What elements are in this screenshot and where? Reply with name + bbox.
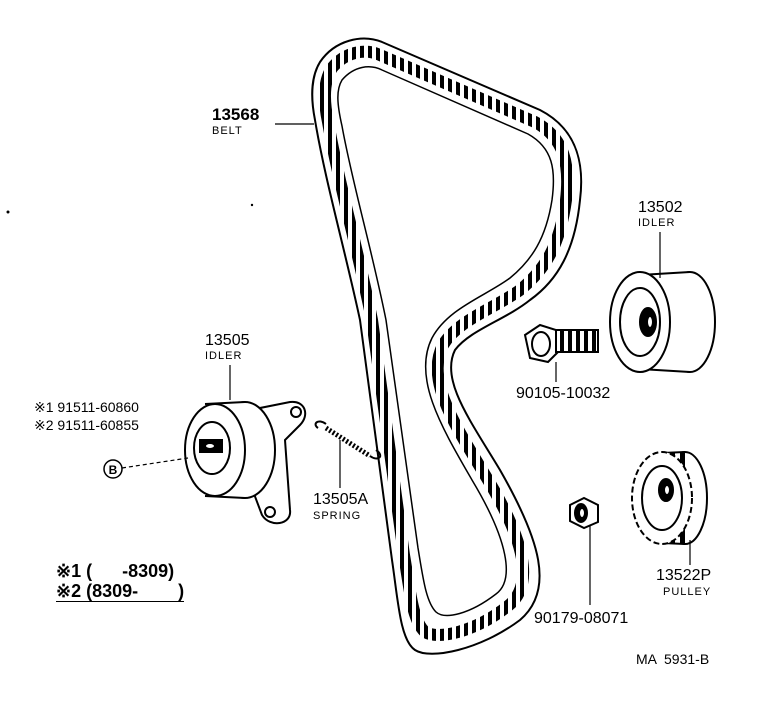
nut-90179-08071 — [569, 496, 599, 530]
idler-13502-part-name: IDLER — [638, 217, 676, 229]
leader-lines — [121, 123, 691, 605]
legend-row-2-mark: ※2 — [56, 581, 82, 601]
spring-part-name: SPRING — [313, 510, 362, 522]
belt-part-number: 13568 — [212, 105, 260, 124]
bolt-shank — [555, 329, 599, 353]
belt-teeth-band — [318, 45, 574, 641]
bolt-variant-1-mark: ※1 — [34, 399, 54, 415]
callout-b-letter: B — [109, 463, 118, 477]
pulley-13522p — [631, 451, 708, 545]
nut-part-number: 90179-08071 — [534, 610, 629, 627]
belt-outer-edge — [311, 37, 583, 655]
speck-mark — [6, 210, 10, 214]
drawing-reference: MA 5931-B — [636, 651, 710, 667]
pulley-part-name: PULLEY — [663, 586, 712, 598]
legend-row-2-range: (8309- ) — [86, 581, 185, 601]
bolt-variant-2: ※2 91511-60855 — [34, 418, 139, 432]
legend-row-1: ※1 ( -8309) — [56, 562, 174, 580]
bolt-variant-1: ※1 91511-60860 — [34, 400, 139, 414]
legend-row-1-mark: ※1 — [56, 561, 82, 581]
callout-b-marker: B — [103, 459, 123, 479]
idler-13505-part-number: 13505 — [205, 332, 250, 349]
speck-mark — [250, 203, 254, 207]
pulley-part-number: 13522P — [656, 567, 712, 584]
bolt-variant-2-number: 91511-60855 — [57, 417, 139, 433]
idler-13502-part-number: 13502 — [638, 199, 683, 216]
spring-part-number: 13505A — [313, 491, 369, 508]
legend-row-2: ※2 (8309- ) — [56, 581, 185, 602]
legend-row-1-range: ( -8309) — [86, 561, 175, 581]
spring-13505a — [314, 420, 382, 460]
belt-part-name: BELT — [212, 125, 243, 137]
belt-inner-edge — [337, 66, 555, 617]
spring-coils — [324, 425, 372, 459]
idler-13505 — [184, 400, 307, 525]
idler-13502 — [609, 271, 716, 373]
bolt-variant-2-mark: ※2 — [34, 417, 54, 433]
bolt-part-number: 90105-10032 — [516, 385, 611, 402]
timing-belt — [311, 37, 583, 655]
bolt-variant-1-number: 91511-60860 — [57, 399, 139, 415]
idler-13505-part-name: IDLER — [205, 350, 243, 362]
bolt-90105-10032 — [523, 323, 599, 364]
leader-callout-b — [121, 457, 189, 469]
